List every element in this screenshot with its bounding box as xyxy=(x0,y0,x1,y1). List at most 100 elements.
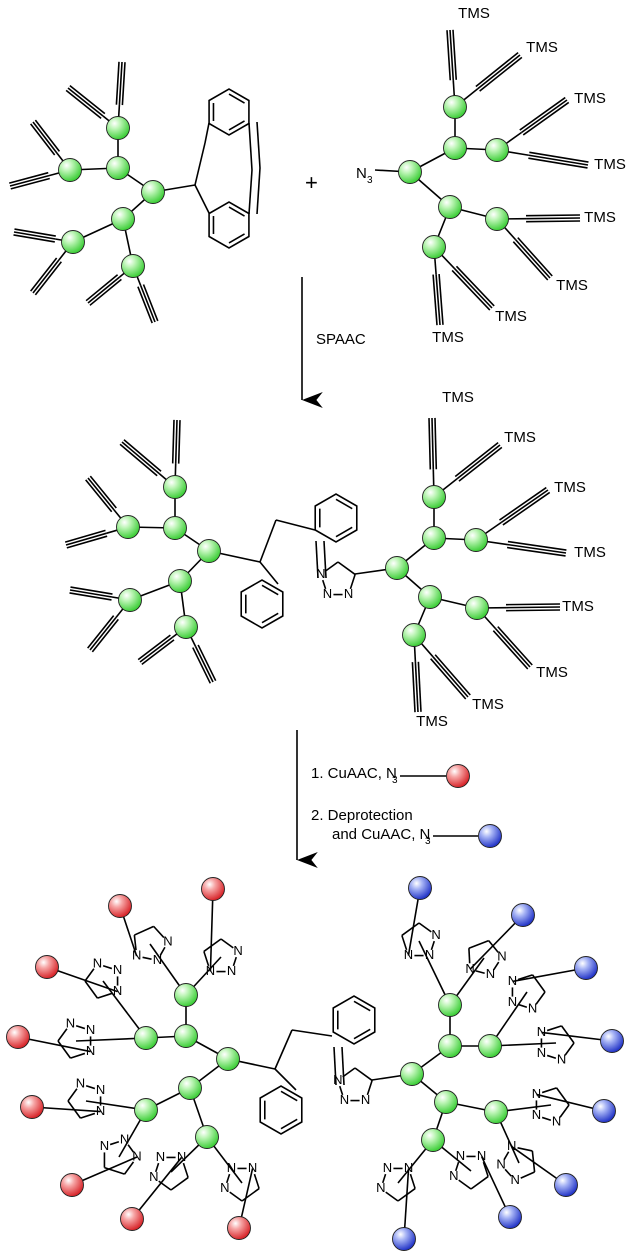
nitrogen-atom-label: N xyxy=(456,1148,465,1163)
green-sphere-node xyxy=(422,485,446,509)
triazole-bond xyxy=(535,991,546,1005)
triple-bond xyxy=(528,154,589,166)
triple-bond xyxy=(453,267,493,309)
aromatic-double-bond xyxy=(228,206,245,217)
nitrogen-atom-label: N xyxy=(383,1160,392,1175)
blue-sphere-node xyxy=(592,1099,616,1123)
nitrogen-atom-label: N xyxy=(537,1024,546,1039)
triazole-bond xyxy=(203,951,210,967)
bond xyxy=(291,1029,333,1037)
nitrogen-atom-label: N xyxy=(227,1160,236,1175)
triple-bond xyxy=(32,121,58,154)
blue-sphere-node xyxy=(408,876,432,900)
triazole-bond xyxy=(133,934,137,951)
triple-bond xyxy=(430,658,467,700)
triple-bond xyxy=(121,441,160,475)
triazole-bond xyxy=(342,1067,356,1078)
triazole-bond xyxy=(123,1161,135,1175)
triazole-bond xyxy=(517,1003,528,1009)
triple-bond xyxy=(458,446,503,482)
bond xyxy=(274,1029,293,1070)
triple-bond xyxy=(521,99,568,134)
nitrogen-atom-label: N xyxy=(532,1086,541,1101)
triazole-bond xyxy=(349,574,356,590)
triazole-bond xyxy=(134,925,154,936)
green-sphere-node xyxy=(134,1026,158,1050)
triazole-bond xyxy=(67,1100,82,1119)
green-sphere-node xyxy=(464,528,488,552)
triple-bond xyxy=(500,489,549,524)
triple-bond xyxy=(139,285,156,323)
triple-bond xyxy=(526,214,580,217)
triple-bond xyxy=(67,87,104,117)
tms-group-label: TMS xyxy=(594,156,626,173)
blue-sphere-node xyxy=(574,956,598,980)
tms-group-label: TMS xyxy=(432,329,464,346)
bond xyxy=(333,1046,337,1086)
triple-bond xyxy=(174,419,178,464)
triple-bond xyxy=(522,101,570,136)
triazole-bond xyxy=(397,1187,416,1202)
tms-group-label: TMS xyxy=(556,277,588,294)
triazole-bond xyxy=(482,1161,489,1177)
tms-group-label: TMS xyxy=(442,389,474,406)
triazole-bond xyxy=(57,1028,68,1042)
triple-bond xyxy=(529,151,589,163)
triazole-bond xyxy=(520,1171,535,1179)
triazole-bond xyxy=(159,946,166,956)
triazole-bond xyxy=(57,1040,72,1059)
triple-bond xyxy=(118,61,123,105)
triazole-bond xyxy=(80,1112,96,1119)
triazole-bond xyxy=(475,970,485,975)
green-sphere-node xyxy=(163,516,187,540)
ring-layer xyxy=(57,88,575,1202)
triple-bond xyxy=(64,529,106,543)
triazole-bond xyxy=(220,938,234,949)
step-cuaac2-label: and CuAAC, N xyxy=(332,826,430,843)
triple-bond xyxy=(194,645,214,683)
triazole-bond xyxy=(104,1166,125,1175)
triple-bond xyxy=(528,157,588,169)
nitrogen-atom-label: N xyxy=(227,963,236,978)
green-sphere-node xyxy=(385,556,409,580)
triazole-bond xyxy=(504,1168,512,1177)
triple-bond xyxy=(452,29,458,80)
triazole-bond xyxy=(84,980,99,999)
triple-bond xyxy=(479,56,523,92)
green-sphere-node xyxy=(174,615,198,639)
aromatic-double-bond xyxy=(280,1090,298,1102)
nitrogen-atom-label: N xyxy=(508,973,517,988)
triazole-bond xyxy=(531,1150,536,1173)
triazole-bond xyxy=(381,1173,387,1184)
triazole-bond xyxy=(182,1162,189,1178)
nitrogen-atom-label: N xyxy=(113,962,122,977)
aromatic-double-bond xyxy=(353,1000,371,1012)
bond xyxy=(259,561,279,585)
red-sphere-node xyxy=(120,1207,144,1231)
green-sphere-node xyxy=(400,1062,424,1086)
triple-bond xyxy=(455,265,495,307)
triple-bond xyxy=(171,419,175,464)
tms-group-label: TMS xyxy=(458,5,490,22)
triazole-bond xyxy=(468,948,471,964)
triple-bond xyxy=(451,269,491,311)
triazole-bond xyxy=(102,964,113,970)
triple-bond xyxy=(477,54,521,90)
nitrogen-atom-label: N xyxy=(177,1149,186,1164)
triazole-bond xyxy=(85,1084,96,1090)
green-sphere-node xyxy=(197,539,221,563)
green-sphere-node xyxy=(195,1125,219,1149)
green-sphere-node xyxy=(134,1098,158,1122)
triazole-bond xyxy=(541,1116,552,1122)
triple-bond xyxy=(13,234,55,243)
nitrogen-atom-label: N xyxy=(86,1043,95,1058)
nitrogen-atom-label: N xyxy=(220,1180,229,1195)
triple-bond xyxy=(438,274,444,325)
triple-bond xyxy=(89,617,117,651)
triazole-bond xyxy=(229,1191,243,1202)
triazole-bond xyxy=(488,940,499,953)
green-sphere-node xyxy=(434,1090,458,1114)
triazole-bond xyxy=(546,1054,557,1060)
triple-bond xyxy=(87,615,115,649)
